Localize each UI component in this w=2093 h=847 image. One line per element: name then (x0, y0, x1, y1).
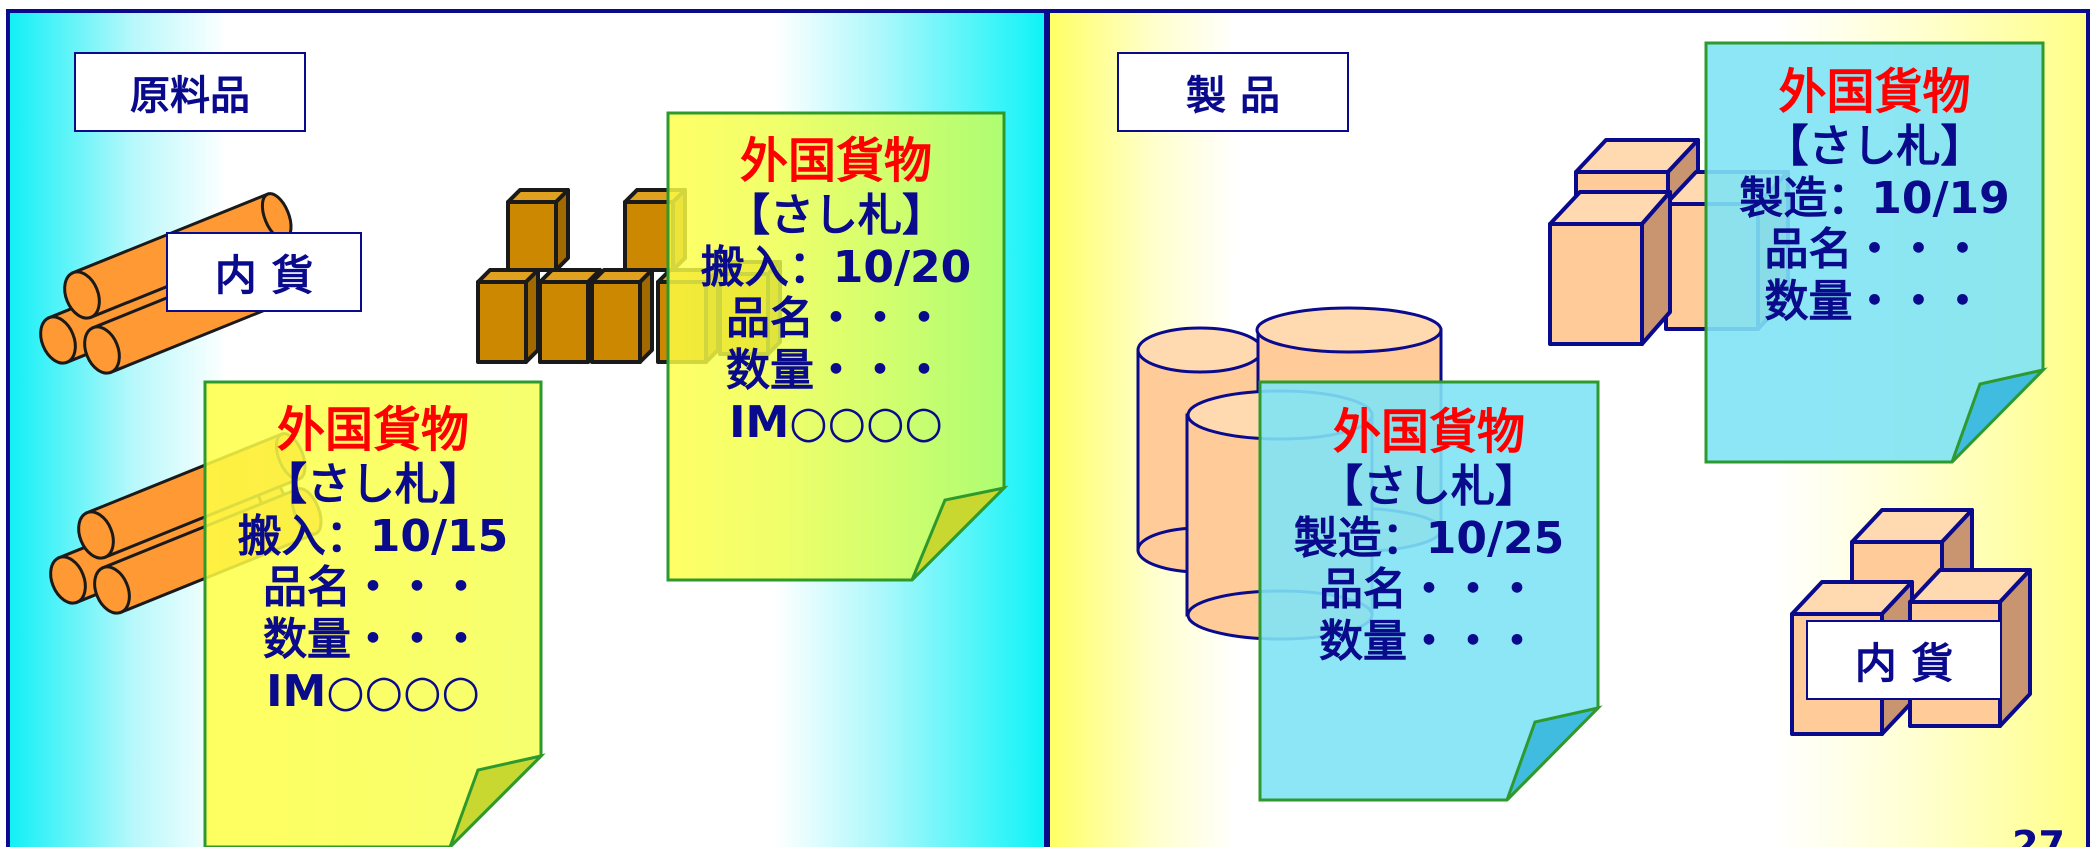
customs-tag-b: 外国貨物 【さし札】 搬入：10/20 品名・・・ 数量・・・ IM○○○○ (668, 133, 1004, 449)
tag-d-line: 品名・・・ (1319, 564, 1539, 616)
tag-a-line: 【さし札】 (263, 458, 483, 510)
customs-tag-c-shape (1704, 41, 2048, 464)
tag-d-line: 数量・・・ (1319, 616, 1539, 668)
tag-d-line: 【さし札】 (1319, 460, 1539, 512)
customs-tag-a: 外国貨物 【さし札】 搬入：10/15 品名・・・ 数量・・・ IM○○○○ (205, 402, 541, 718)
tag-b-line: 品名・・・ (726, 293, 946, 345)
tag-b-line: 【さし札】 (726, 189, 946, 241)
tag-b-line: 数量・・・ (726, 345, 946, 397)
customs-tag-a-shape (203, 380, 546, 847)
tag-c-heading: 外国貨物 (1778, 64, 1971, 120)
tag-a-line: IM○○○○ (266, 666, 480, 718)
tag-a-line: 搬入：10/15 (237, 510, 509, 562)
products-title: 製 品 (1117, 52, 1349, 132)
customs-tag-b-shape (666, 111, 1009, 582)
tag-a-heading: 外国貨物 (276, 402, 469, 458)
raw-materials-title: 原料品 (74, 52, 306, 132)
page-number: 27 (2012, 823, 2065, 847)
tag-c-line: 【さし札】 (1764, 120, 1985, 172)
tag-a-line: 数量・・・ (263, 614, 483, 666)
domestic-goods-label-right: 内 貨 (1806, 620, 2002, 700)
tag-c-line: 製造：10/19 (1739, 172, 2010, 224)
tag-c-line: 品名・・・ (1764, 224, 1985, 276)
tag-b-line: 搬入：10/20 (700, 241, 972, 293)
tag-d-heading: 外国貨物 (1332, 404, 1525, 460)
customs-tag-d: 外国貨物 【さし札】 製造：10/25 品名・・・ 数量・・・ (1260, 404, 1598, 668)
tag-d-line: 製造：10/25 (1293, 512, 1565, 564)
tag-a-line: 品名・・・ (263, 562, 483, 614)
customs-tag-d-shape (1258, 380, 1603, 802)
tag-c-line: 数量・・・ (1764, 276, 1985, 328)
tag-b-line: IM○○○○ (729, 397, 943, 449)
domestic-goods-label-left: 内 貨 (166, 232, 362, 312)
customs-tag-c: 外国貨物 【さし札】 製造：10/19 品名・・・ 数量・・・ (1706, 64, 2043, 328)
tag-b-heading: 外国貨物 (739, 133, 932, 189)
